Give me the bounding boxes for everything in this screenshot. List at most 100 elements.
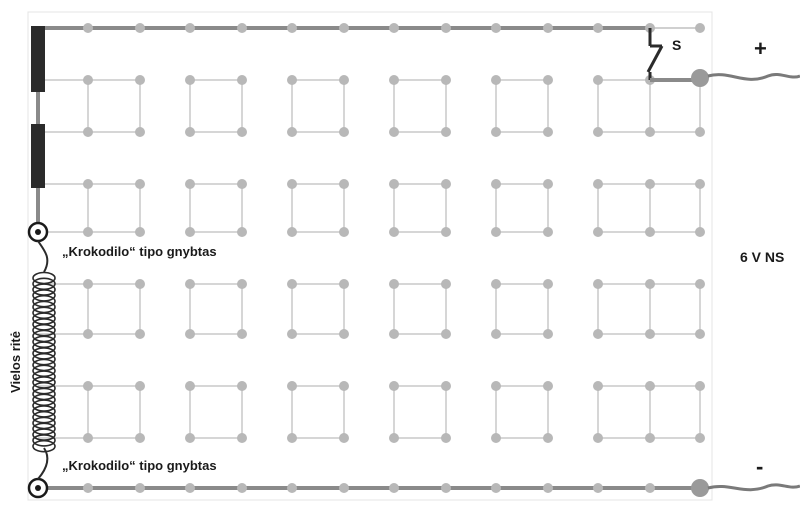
grid-node [389,179,399,189]
grid-node [185,227,195,237]
grid-node [441,381,451,391]
grid-node [695,433,705,443]
grid-node [135,433,145,443]
negative-terminal[interactable] [691,479,709,497]
grid-node [491,279,501,289]
grid-node [287,75,297,85]
grid-node [83,433,93,443]
grid-square [189,79,243,133]
grid-node [543,329,553,339]
grid-node [593,227,603,237]
grid-node [339,75,349,85]
grid-square [291,283,345,335]
grid-node [441,329,451,339]
top-wire-node [83,23,93,33]
grid-node [135,279,145,289]
bottom-wire-node [441,483,451,493]
grid-node [645,179,655,189]
supply-label: 6 V NS [740,249,784,265]
grid-square [597,283,651,335]
grid-node [339,179,349,189]
grid-node [389,433,399,443]
grid-node [389,127,399,137]
grid-square [87,385,141,439]
bottom-wire-node [135,483,145,493]
bottom-wire-node [645,483,655,493]
bottom-wire-node [339,483,349,493]
grid-node [287,329,297,339]
grid-square [291,183,345,233]
grid-node [593,179,603,189]
top-wire-nodes [83,23,705,33]
grid-node [135,179,145,189]
grid-square [597,183,651,233]
grid-square [597,79,651,133]
top-wire-node [287,23,297,33]
grid-node [287,179,297,189]
resistor-2 [31,124,45,188]
board-outline [27,11,713,501]
grid-node [491,381,501,391]
grid-square [393,385,447,439]
grid-node [237,179,247,189]
grid-node [695,227,705,237]
grid-square [597,385,651,439]
grid-node [185,279,195,289]
grid-node [593,329,603,339]
switch[interactable] [646,28,664,80]
grid-node [83,127,93,137]
bottom-wire-nodes [83,483,655,493]
grid-node [441,127,451,137]
grid-node [135,227,145,237]
grid-square [189,283,243,335]
coil-lead-bottom [37,447,49,480]
grid-node [593,433,603,443]
grid-node [83,179,93,189]
grid-node [389,75,399,85]
grid-node [339,381,349,391]
bottom-wire-node [543,483,553,493]
grid-nodes [83,75,705,443]
grid-node [135,75,145,85]
grid-node [237,279,247,289]
grid-node [695,381,705,391]
grid-node [83,227,93,237]
positive-terminal[interactable] [691,69,709,87]
resistor-1 [31,26,45,92]
grid-node [645,127,655,137]
grid-node [491,179,501,189]
grid-node [287,127,297,137]
coil-label: Vielos ritė [8,331,23,393]
grid-node [441,227,451,237]
grid-node [237,433,247,443]
grid-node [339,433,349,443]
top-wire-node [491,23,501,33]
grid-node [339,227,349,237]
top-wire-node [339,23,349,33]
top-wire-node [695,23,705,33]
grid-node [339,329,349,339]
negative-cable [707,483,800,492]
grid-square [291,79,345,133]
grid-square [189,385,243,439]
bottom-wire-node [389,483,399,493]
grid-node [645,279,655,289]
grid-node [135,329,145,339]
grid-node [339,279,349,289]
grid-node [237,127,247,137]
grid-node [389,227,399,237]
grid-square [87,79,141,133]
grid-node [543,433,553,443]
grid-node [441,279,451,289]
bottom-wire-node [83,483,93,493]
bottom-wire-node [491,483,501,493]
grid-square [495,283,549,335]
grid-node [645,329,655,339]
grid-node [543,179,553,189]
grid-node [695,179,705,189]
grid-node [543,127,553,137]
bottom-wire-node [237,483,247,493]
grid-node [287,227,297,237]
coil-loop [32,439,56,453]
grid-square [87,283,141,335]
